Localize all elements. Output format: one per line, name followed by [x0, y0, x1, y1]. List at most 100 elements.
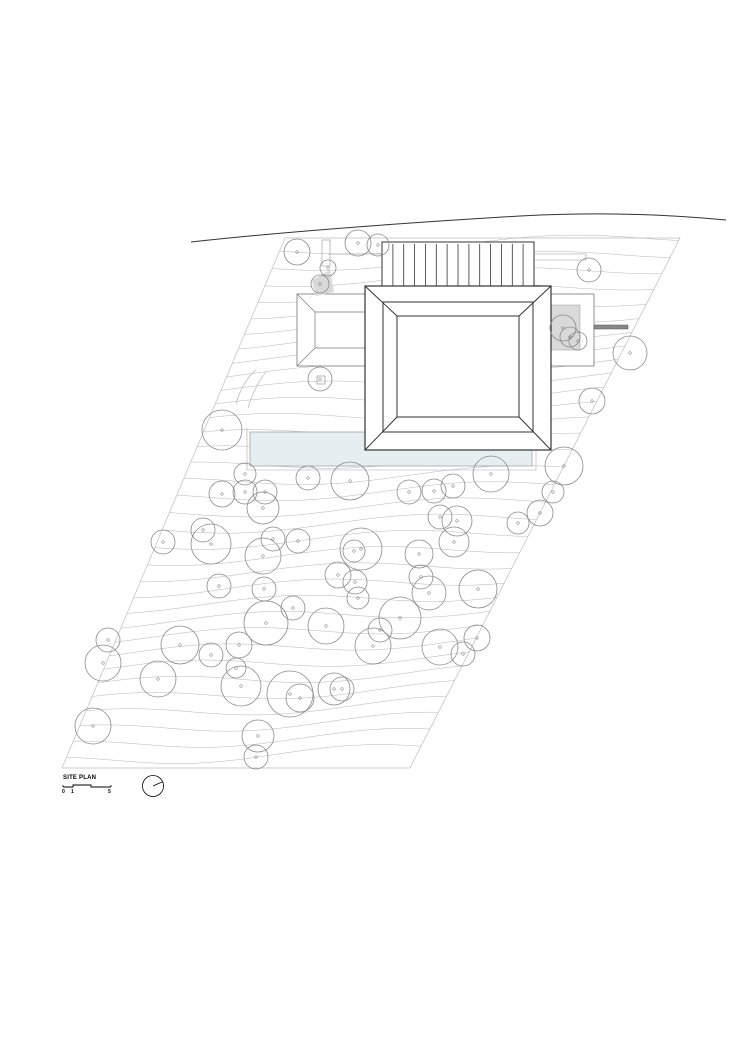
- scale-label-5: 5: [108, 789, 111, 795]
- tree-canopy-icon: [612, 335, 648, 371]
- contour-line: [114, 624, 484, 643]
- tree-canopy-icon: [354, 627, 392, 665]
- tree-canopy-icon: [544, 446, 584, 486]
- tree-canopy-icon: [559, 326, 581, 348]
- tree-canopy-icon: [206, 573, 232, 599]
- tree-canopy-icon: [339, 527, 383, 571]
- contour-line: [169, 497, 546, 518]
- tree-canopy-icon: [408, 564, 434, 590]
- drawing-title: SITE PLAN: [63, 775, 97, 781]
- tree-canopy-icon: [139, 660, 177, 698]
- tree-canopy-icon: [411, 575, 447, 611]
- site-boundary: [61, 237, 681, 769]
- tree-canopy-icon: [576, 257, 602, 283]
- tree-canopy-icon: [198, 642, 224, 668]
- contour-line: [183, 465, 564, 485]
- north-stair: [321, 239, 331, 267]
- contour-line: [162, 513, 537, 534]
- tree-canopy-icon: [208, 480, 236, 508]
- contour-line: [73, 728, 430, 748]
- north-boundary-line: [190, 213, 727, 243]
- tree-canopy-icon: [285, 528, 311, 554]
- contour-line: [120, 611, 490, 629]
- contour-line: [147, 546, 520, 566]
- tree-canopy-icon: [450, 641, 476, 667]
- tree-canopy-icon: [190, 517, 216, 543]
- tree-canopy-icon: [260, 526, 286, 552]
- main-roof-hips: [364, 285, 552, 451]
- tree-canopy-icon: [506, 511, 530, 535]
- tree-canopy-icon: [201, 409, 243, 451]
- tree-canopy-icon: [458, 569, 498, 609]
- tree-canopy-icon: [225, 631, 253, 659]
- tree-canopy-icon: [190, 523, 232, 565]
- contour-line: [97, 665, 463, 684]
- contour-line: [103, 651, 470, 670]
- tree-canopy-icon: [150, 529, 176, 555]
- north-arrow-icon: [142, 775, 164, 797]
- tree-canopy-icon: [329, 676, 355, 702]
- tree-canopy-icon: [427, 504, 453, 530]
- tree-canopy-icon: [342, 539, 366, 563]
- planter-box: [316, 375, 326, 385]
- tree-canopy-icon: [396, 479, 422, 505]
- scale-label-0: 0: [62, 789, 65, 795]
- tree-canopy-icon: [232, 479, 258, 505]
- tree-canopy-icon: [472, 455, 510, 493]
- tree-canopy-icon: [526, 499, 554, 527]
- tree-canopy-icon: [342, 569, 368, 595]
- deck-slats: [392, 244, 524, 288]
- tree-canopy-icon: [463, 624, 491, 652]
- contour-line: [86, 695, 447, 716]
- north-walkway: [328, 253, 587, 261]
- contour-line: [127, 594, 497, 614]
- contour-line: [154, 530, 528, 550]
- main-roof-courtyard: [396, 315, 520, 418]
- tree-canopy-icon: [246, 491, 280, 525]
- tree-canopy-icon: [367, 617, 393, 643]
- tree-canopy-icon: [404, 539, 434, 569]
- tree-canopy-icon: [74, 707, 112, 745]
- contour-line: [109, 637, 477, 657]
- tree-canopy-icon: [440, 473, 466, 499]
- contour-line: [133, 578, 505, 599]
- tree-canopy-icon: [441, 505, 473, 537]
- tree-canopy-icon: [295, 465, 321, 491]
- main-roof-inner: [382, 301, 534, 433]
- tree-canopy-icon: [280, 595, 306, 621]
- tree-canopy-icon: [233, 462, 257, 486]
- tree-canopy-icon: [317, 672, 351, 706]
- tree-canopies: [74, 229, 648, 770]
- contour-line: [66, 744, 422, 764]
- scale-label-1: 1: [71, 789, 74, 795]
- tree-canopy-icon: [266, 670, 314, 718]
- tree-canopy-icon: [220, 665, 262, 707]
- tree-canopy-icon: [421, 628, 459, 666]
- tree-canopy-icon: [307, 607, 345, 645]
- west-wing-hip: [296, 293, 367, 367]
- scale-bar-icon: [62, 784, 112, 788]
- tree-canopy-icon: [438, 526, 470, 558]
- tree-canopy-icon: [310, 274, 330, 294]
- tree-canopy-icon: [346, 586, 370, 610]
- north-stair-shade: [312, 270, 334, 296]
- tree-canopy-icon: [285, 683, 315, 713]
- tree-canopy-icon: [244, 537, 282, 575]
- east-shaded-court: [549, 304, 581, 351]
- tree-canopy-icon: [578, 387, 606, 415]
- tree-canopy-icon: [95, 627, 121, 653]
- tree-canopy-icon: [307, 366, 333, 392]
- tree-canopy-icon: [283, 238, 311, 266]
- tree-canopy-icon: [319, 259, 337, 277]
- tree-canopy-icon: [344, 229, 372, 257]
- tree-canopy-icon: [243, 600, 289, 646]
- tree-canopy-icon: [330, 461, 370, 501]
- tree-canopy-icon: [160, 625, 200, 665]
- tree-canopy-icon: [421, 478, 447, 504]
- tree-canopy-icon: [243, 744, 269, 770]
- tree-canopy-icon: [549, 314, 577, 342]
- tree-canopy-icon: [84, 644, 122, 682]
- east-service-strip: [593, 324, 629, 330]
